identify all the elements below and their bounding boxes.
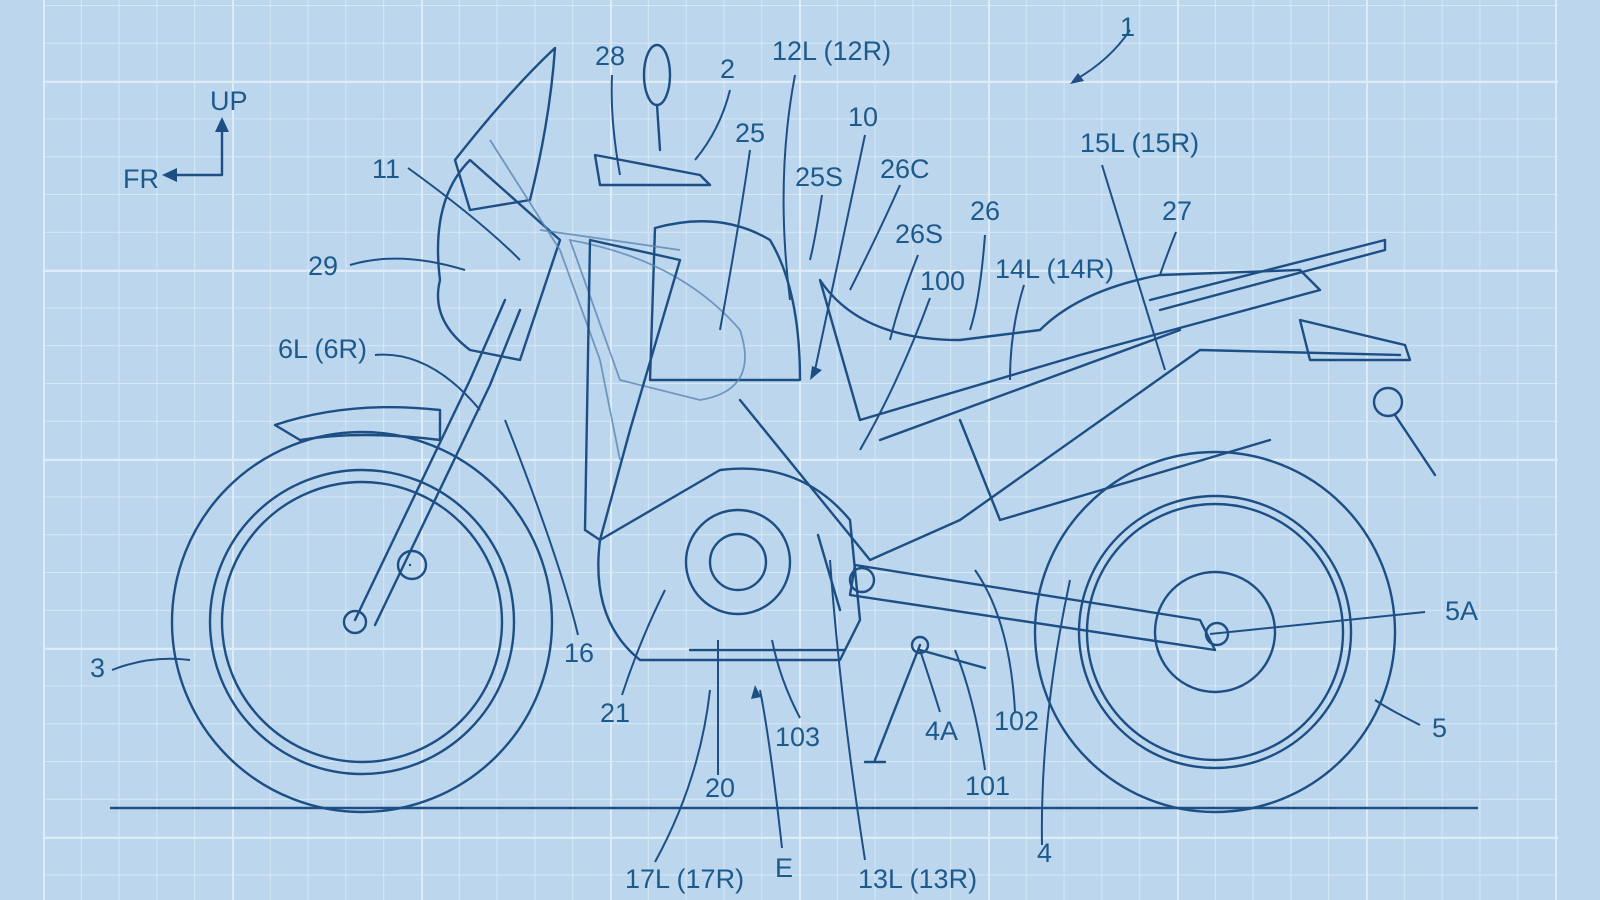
- frame: [738, 328, 1402, 562]
- rear-fender: [1298, 318, 1412, 362]
- label-2: 2: [720, 54, 735, 84]
- label-26c: 26C: [880, 154, 930, 184]
- label-26: 26: [970, 196, 1000, 226]
- handlebar: [593, 153, 712, 187]
- label-11: 11: [372, 154, 400, 184]
- label-15: 15L (15R): [1080, 128, 1199, 158]
- label-6: 6L (6R): [278, 334, 367, 364]
- rear-wheel: [1033, 450, 1397, 814]
- front-cowl: [436, 158, 562, 362]
- label-29: 29: [308, 251, 338, 281]
- label-4: 4: [1037, 838, 1052, 868]
- label-20: 20: [705, 773, 735, 803]
- front-fork: [353, 298, 522, 627]
- seat: [818, 268, 1322, 422]
- label-14: 14L (14R): [995, 254, 1114, 284]
- label-10: 10: [848, 102, 878, 132]
- side-stand: [863, 643, 922, 764]
- label-25s: 25S: [795, 162, 843, 192]
- label-28: 28: [595, 41, 625, 71]
- windscreen: [453, 46, 557, 212]
- label-26s: 26S: [895, 219, 943, 249]
- label-16: 16: [564, 638, 594, 668]
- label-up: UP: [210, 86, 248, 116]
- fuel-tank: [648, 220, 802, 382]
- label-1: 1: [1120, 12, 1135, 42]
- label-e: E: [775, 853, 793, 883]
- label-101: 101: [965, 771, 1010, 801]
- label-5a: 5A: [1445, 596, 1478, 626]
- label-4a: 4A: [925, 716, 958, 746]
- rear-rack: [1148, 238, 1387, 312]
- label-21: 21: [600, 698, 630, 728]
- grid-major: [43, 0, 1558, 900]
- label-5: 5: [1432, 713, 1447, 743]
- radiator-shroud: [583, 238, 682, 542]
- label-27: 27: [1162, 196, 1192, 226]
- leader-lines: [111, 29, 1426, 863]
- label-13: 13L (13R): [858, 864, 977, 894]
- label-front: FR: [123, 164, 159, 194]
- label-17: 17L (17R): [625, 864, 744, 894]
- front-wheel: [170, 430, 554, 814]
- label-12: 12L (12R): [772, 36, 891, 66]
- orientation-arrows-icon: [162, 117, 229, 182]
- label-3: 3: [90, 653, 105, 683]
- front-fender: [273, 405, 442, 442]
- label-25: 25: [735, 118, 765, 148]
- label-103: 103: [775, 722, 820, 752]
- label-100: 100: [920, 266, 965, 296]
- label-102: 102: [994, 706, 1039, 736]
- engine: [597, 467, 862, 662]
